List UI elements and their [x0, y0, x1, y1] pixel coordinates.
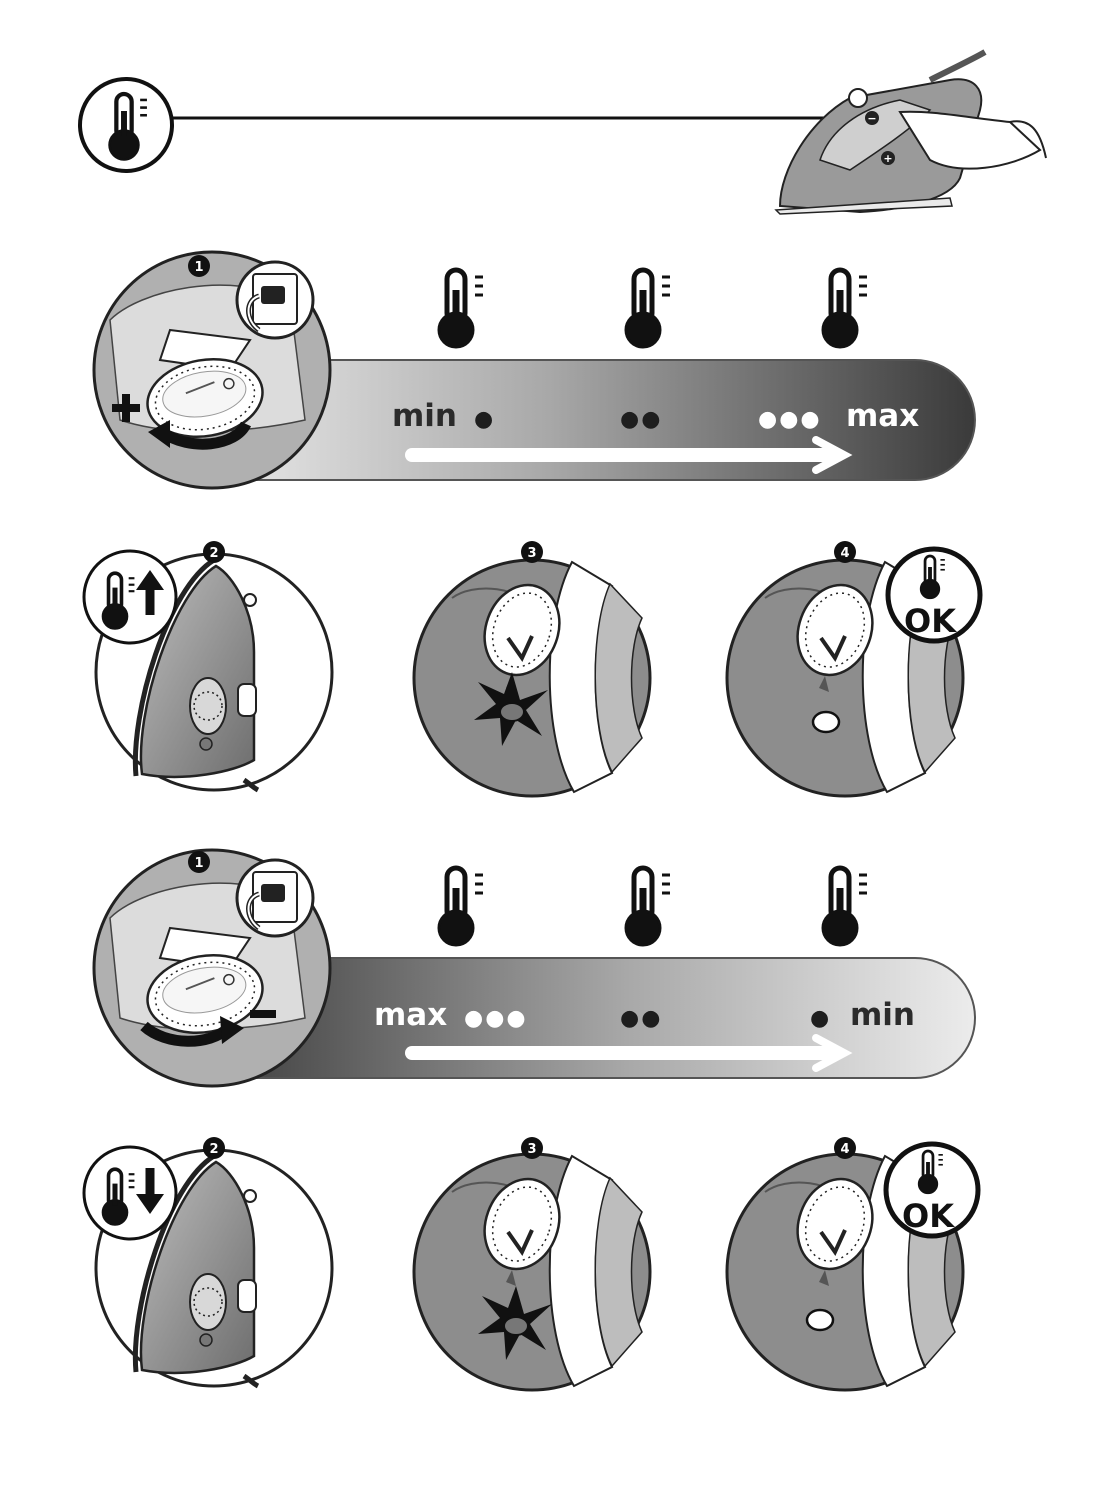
thermometer-ok-icon: OK — [888, 549, 980, 641]
scale-dots-mid: ●● — [620, 407, 662, 432]
plug-socket-icon — [237, 860, 313, 936]
thermometer-icon — [439, 270, 483, 347]
plug-socket-icon — [237, 262, 313, 338]
step-2: 2 — [84, 541, 332, 790]
scale-dots-mid: ●● — [620, 1006, 662, 1031]
minus-icon — [250, 1010, 276, 1018]
step-number: 4 — [840, 1142, 849, 1157]
section-increase: min ● ●● ●●● max 1 — [84, 252, 980, 796]
step-1: 1 — [94, 252, 330, 488]
thermometer-icon — [626, 868, 670, 945]
step-number: 3 — [527, 1142, 536, 1157]
header-thermometer-badge — [80, 79, 172, 171]
step-2: 2 — [84, 1137, 332, 1386]
scale-dots-high: ●●● — [758, 407, 822, 432]
section-decrease: max ●●● ●● ● min 1 — [84, 850, 978, 1390]
thermometer-ok-icon: OK — [886, 1144, 978, 1236]
thermometer-icon — [439, 868, 483, 945]
thermometer-icon — [823, 270, 867, 347]
scale-end-label: max — [846, 398, 919, 434]
header: − + — [80, 52, 1046, 214]
thermometer-icon — [823, 868, 867, 945]
ok-label: OK — [902, 1197, 955, 1235]
indicator-light-off — [813, 712, 839, 732]
step-1: 1 — [94, 850, 330, 1086]
step-3: 3 — [414, 1137, 650, 1390]
svg-text:−: − — [867, 112, 876, 125]
step-number: 2 — [209, 1142, 218, 1157]
step-4: OK 4 — [727, 541, 980, 796]
step-4: OK 4 — [727, 1137, 978, 1390]
step-number: 1 — [194, 260, 203, 275]
step-number: 4 — [840, 546, 849, 561]
scale-start-label: max — [374, 997, 447, 1033]
scale-dots-high: ●●● — [464, 1006, 528, 1031]
scale-start-label: min — [392, 398, 457, 434]
step-number: 1 — [194, 856, 203, 871]
svg-text:+: + — [883, 152, 892, 165]
scale-dots-low: ● — [474, 407, 493, 432]
iron-hand-illustration: − + — [776, 52, 1046, 214]
scale-end-label: min — [850, 997, 915, 1033]
thermometer-icon — [626, 270, 670, 347]
thermometer-up-icon — [84, 551, 176, 643]
indicator-light-off — [807, 1310, 833, 1330]
step-number: 3 — [527, 546, 536, 561]
step-number: 2 — [209, 546, 218, 561]
thermometer-down-icon — [84, 1147, 176, 1239]
ok-label: OK — [904, 602, 957, 640]
step-3: 3 — [414, 541, 650, 796]
scale-dots-low: ● — [810, 1006, 829, 1031]
